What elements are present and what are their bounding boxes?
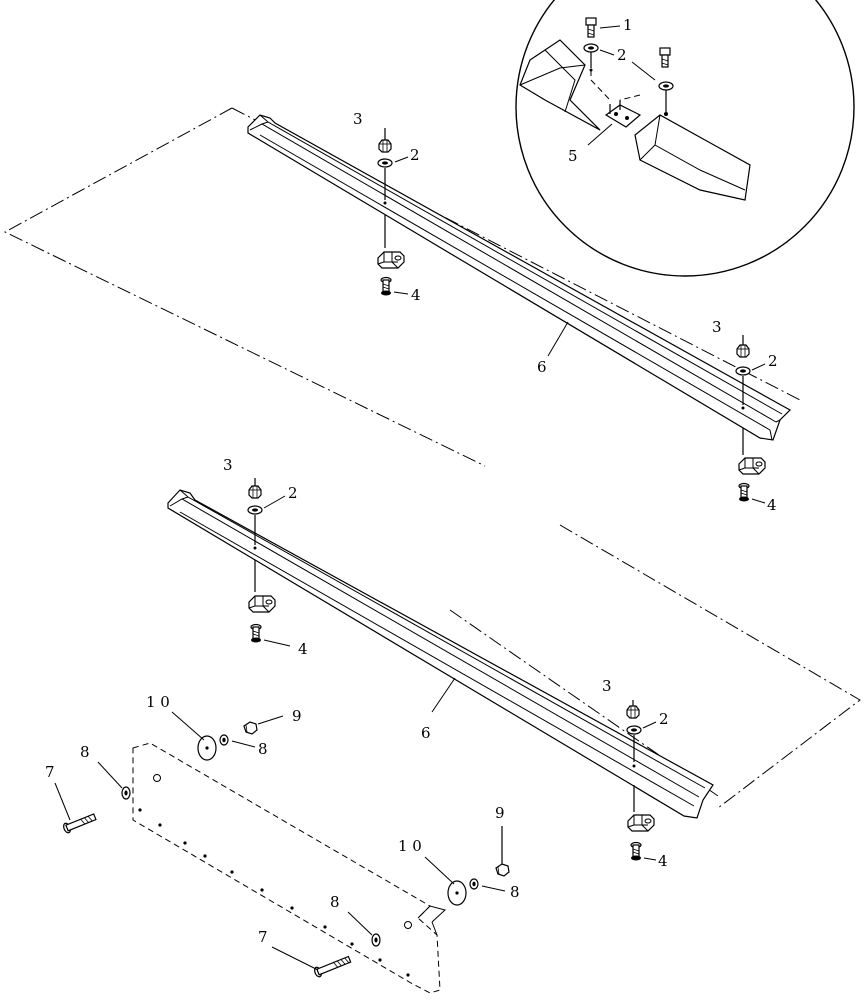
callout-2: 2 (617, 46, 627, 64)
callout-4: 4 (411, 286, 421, 304)
end-panel (132, 742, 447, 994)
callout-9: 9 (495, 804, 505, 822)
callout-3: 3 (712, 318, 722, 336)
upper-rail (247, 114, 791, 441)
callout-2: 2 (288, 484, 298, 502)
callout-4: 4 (767, 496, 777, 514)
callout-10: 1 0 (146, 693, 170, 711)
callout-7: 7 (45, 763, 55, 781)
lower-rail (167, 489, 714, 819)
callout-8: 8 (80, 743, 90, 761)
panel-hardware-right (271, 826, 510, 978)
callout-3: 3 (353, 110, 363, 128)
callout-6: 6 (537, 358, 547, 376)
upper-left-hardware (377, 128, 409, 297)
callout-10: 1 0 (398, 837, 422, 855)
callout-8: 8 (330, 893, 340, 911)
callout-4: 4 (298, 640, 308, 658)
lower-right-hardware (626, 700, 657, 862)
callout-labels: 1 2 5 3 2 4 6 3 2 4 3 2 4 6 3 2 4 1 0 9 … (45, 16, 778, 946)
callout-5: 5 (568, 147, 578, 165)
callout-2: 2 (659, 710, 669, 728)
callout-3: 3 (223, 456, 233, 474)
lower-left-hardware (247, 478, 291, 647)
detail-view (515, 0, 855, 277)
callout-8: 8 (258, 740, 268, 758)
callout-2: 2 (410, 146, 420, 164)
panel-hardware-left (54, 711, 284, 834)
callout-8: 8 (510, 883, 520, 901)
callout-7: 7 (258, 928, 268, 946)
callout-4: 4 (658, 852, 668, 870)
callout-1: 1 (623, 16, 633, 34)
callout-3: 3 (602, 677, 612, 695)
callout-2: 2 (768, 352, 778, 370)
callout-6: 6 (421, 724, 431, 742)
callout-9: 9 (292, 707, 302, 725)
upper-right-hardware (735, 335, 766, 504)
leader-6-upper (547, 321, 569, 357)
leader-6-lower (431, 677, 456, 713)
